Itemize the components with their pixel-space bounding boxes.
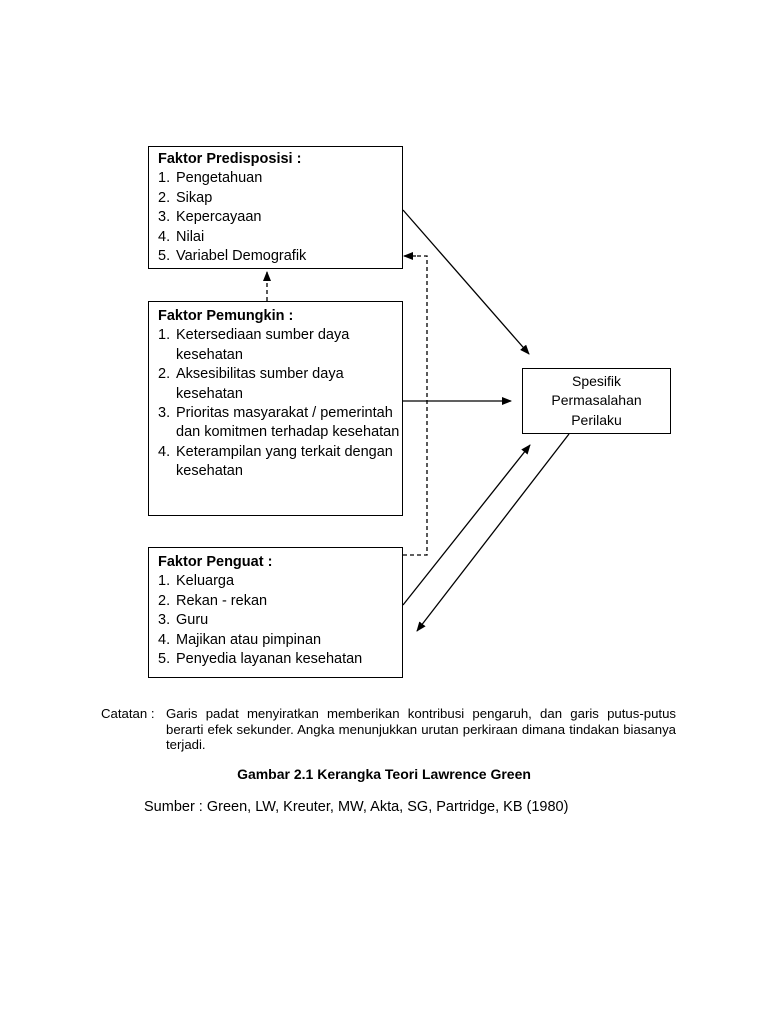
reinforcing-factors-list: 1.Keluarga 2.Rekan - rekan 3.Guru 4.Maji… [158, 572, 402, 669]
enabling-factor-item: 1.Ketersediaan sumber daya kesehatan [158, 327, 350, 363]
reinforcing-factor-item: 2.Rekan - rekan [158, 592, 268, 609]
reinforcing-factors-box: Faktor Penguat : 1.Keluarga 2.Rekan - re… [148, 547, 403, 678]
specific-behavior-problem-box: Spesifik Permasalahan Perilaku [522, 368, 671, 434]
enabling-factors-title: Faktor Pemungkin : [158, 308, 294, 324]
diagram-note: Catatan : Garis padat menyiratkan member… [101, 706, 676, 753]
enabling-factor-item: 4.Keterampilan yang terkait dengan keseh… [158, 443, 393, 480]
predisposing-factors-title: Faktor Predisposisi : [158, 151, 302, 167]
behavior-box-line: Perilaku [571, 411, 622, 428]
dashed-connector-reinforcing-to-predisposing [403, 255, 428, 556]
predisposing-factors-list: 1.Pengetahuan 2.Sikap 3.Kepercayaan 4.Ni… [158, 169, 402, 266]
predisposing-factor-item: 2.Sikap [158, 189, 213, 206]
predisposing-factor-item: 3.Kepercayaan [158, 209, 262, 226]
reinforcing-factor-item: 5.Penyedia layanan kesehatan [158, 651, 363, 668]
reinforcing-factor-item: 1.Keluarga [158, 573, 235, 590]
note-text: Garis padat menyiratkan memberikan kontr… [166, 706, 676, 752]
enabling-factor-item: 2.Aksesibilitas sumber daya kesehatan [158, 366, 344, 402]
enabling-factors-box: Faktor Pemungkin : 1.Ketersediaan sumber… [148, 301, 403, 516]
predisposing-factor-item: 5.Variabel Demografik [158, 248, 307, 265]
enabling-factors-list: 1.Ketersediaan sumber daya kesehatan 2.A… [158, 326, 402, 481]
predisposing-factor-item: 1.Pengetahuan [158, 170, 263, 187]
arrow-behavior-to-reinforcing [416, 433, 570, 632]
behavior-box-line: Permasalahan [551, 392, 642, 409]
arrow-predisposing-to-behavior [402, 209, 530, 355]
behavior-box-line: Spesifik [571, 372, 622, 389]
reinforcing-factor-item: 4.Majikan atau pimpinan [158, 631, 322, 648]
reinforcing-factors-title: Faktor Penguat : [158, 554, 273, 570]
predisposing-factor-item: 4.Nilai [158, 228, 205, 245]
figure-source: Sumber : Green, LW, Kreuter, MW, Akta, S… [144, 799, 569, 815]
arrow-reinforcing-to-behavior [402, 444, 531, 606]
reinforcing-factor-item: 3.Guru [158, 612, 209, 629]
predisposing-factors-box: Faktor Predisposisi : 1.Pengetahuan 2.Si… [148, 146, 403, 269]
enabling-factor-item: 3.Prioritas masyarakat / pemerintah dan … [158, 405, 400, 441]
note-label: Catatan : [101, 706, 155, 721]
figure-caption: Gambar 2.1 Kerangka Teori Lawrence Green [237, 766, 531, 782]
